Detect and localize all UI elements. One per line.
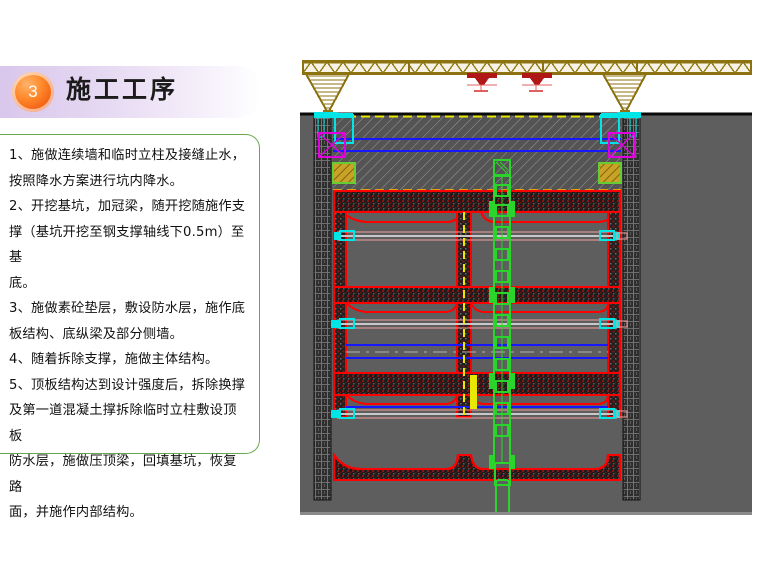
gantry-crane [302, 60, 752, 116]
diaphragm-wall-left [313, 116, 332, 501]
roof-slab [332, 189, 622, 214]
step-line: 1、施做连续墙和临时立柱及接缝止水， [9, 148, 246, 163]
capping-beam-left [314, 112, 356, 184]
mid-slab-upper [332, 285, 622, 313]
backfill-zone [333, 115, 621, 192]
step-line: 按照降水方案进行坑内降水。 [9, 173, 184, 189]
steel-strut-level-1 [334, 230, 628, 241]
step-line: 3、施做素砼垫层，敷设防水层，施作底 [9, 301, 246, 316]
steps-panel: 1、施做连续墙和临时立柱及接缝止水， 按照降水方案进行坑内降水。 2、开挖基坑，加冠… [0, 134, 260, 520]
step-line: 撑（基坑开挖至钢支撑轴线下0.5m）至基 [9, 224, 245, 266]
steps-text: 1、施做连续墙和临时立柱及接缝止水， 按照降水方案进行坑内降水。 2、开挖基坑，加冠… [9, 143, 249, 526]
base-slab [332, 451, 622, 482]
concrete-strut-centre [462, 212, 477, 417]
step-line: 5、顶板结构达到设计强度后，拆除换撑 [9, 377, 246, 393]
gantry-leg-left [304, 73, 351, 116]
ground-surface [300, 112, 752, 116]
track-rails [333, 138, 621, 152]
construction-sequence-drawing [297, 55, 757, 515]
steel-strut-level-2 [331, 318, 628, 329]
step-line: 防水层，施做压顶梁，回填基坑，恢复路 [9, 454, 237, 495]
platform-rails [346, 344, 608, 359]
station-box-structure [332, 189, 622, 482]
step-line: 4、随着拆除支撑，施做主体结构。 [9, 352, 219, 367]
step-line: 面，并施作内部结构。 [9, 505, 143, 520]
section-number-text: 3 [28, 82, 38, 101]
step-line: 及第一道混凝土撑拆除临时立柱敷设顶板 [9, 403, 237, 444]
section-number-badge: 3 [12, 72, 54, 112]
excavation-bottom-line [300, 512, 752, 515]
gantry-leg-right [601, 73, 648, 116]
page-title: 施工工序 [66, 75, 179, 104]
step-line: 板结构、底纵梁及部分侧墙。 [9, 326, 184, 342]
gantry-truss-beam [302, 60, 752, 75]
diaphragm-wall-right [622, 116, 641, 501]
temp-steel-column [489, 159, 515, 469]
step-line: 底。 [9, 275, 36, 291]
hoist-trolley-1 [467, 73, 497, 92]
content-panel: 3 施工工序 1、施做连续墙和临时立柱及接缝止水， 按照降水方案进行坑内降水。 2、… [0, 0, 290, 571]
capping-beam-right [598, 112, 641, 184]
column-pile [494, 462, 511, 515]
steel-strut-level-3 [331, 408, 628, 419]
hoist-trolley-2 [522, 73, 552, 92]
step-line: 2、开挖基坑，加冠梁，随开挖随施作支 [9, 199, 246, 214]
